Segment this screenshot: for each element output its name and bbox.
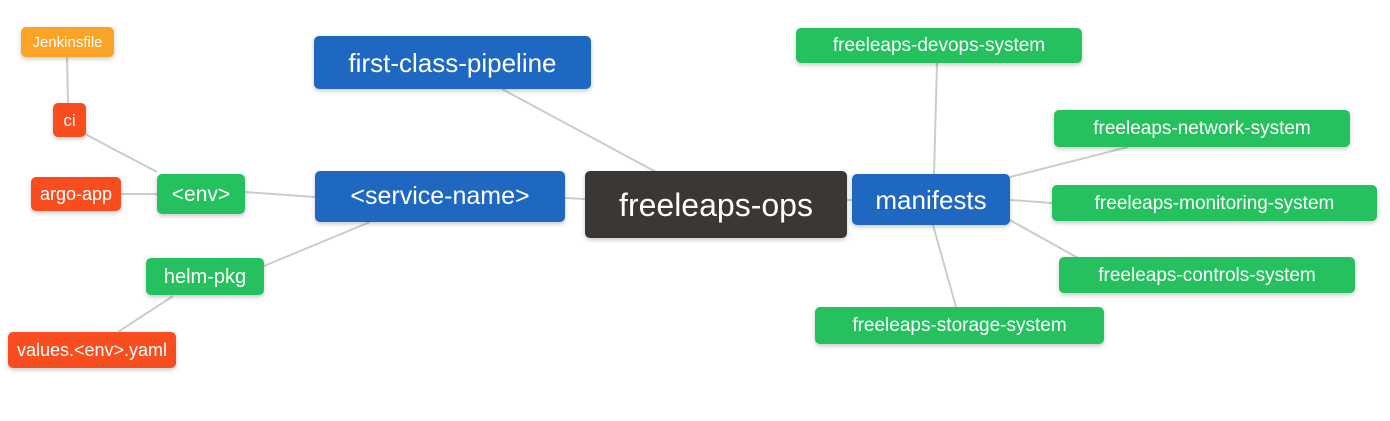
node-service-name[interactable]: <service-name> — [315, 171, 565, 222]
node-values-env-yaml[interactable]: values.<env>.yaml — [8, 332, 176, 368]
node-freeleaps-controls-system[interactable]: freeleaps-controls-system — [1059, 257, 1355, 293]
node-freeleaps-ops[interactable]: freeleaps-ops — [585, 171, 847, 238]
node-freeleaps-storage-system[interactable]: freeleaps-storage-system — [815, 307, 1104, 344]
node-freeleaps-monitoring-system[interactable]: freeleaps-monitoring-system — [1052, 185, 1377, 221]
node-ci[interactable]: ci — [53, 103, 86, 137]
node-argo-app[interactable]: argo-app — [31, 177, 121, 211]
node-first-class-pipeline[interactable]: first-class-pipeline — [314, 36, 591, 89]
node-helm-pkg[interactable]: helm-pkg — [146, 258, 264, 295]
node-jenkinsfile[interactable]: Jenkinsfile — [21, 27, 114, 57]
node-freeleaps-network-system[interactable]: freeleaps-network-system — [1054, 110, 1350, 147]
node-env[interactable]: <env> — [157, 174, 245, 214]
node-freeleaps-devops-system[interactable]: freeleaps-devops-system — [796, 28, 1082, 63]
node-manifests[interactable]: manifests — [852, 174, 1010, 225]
